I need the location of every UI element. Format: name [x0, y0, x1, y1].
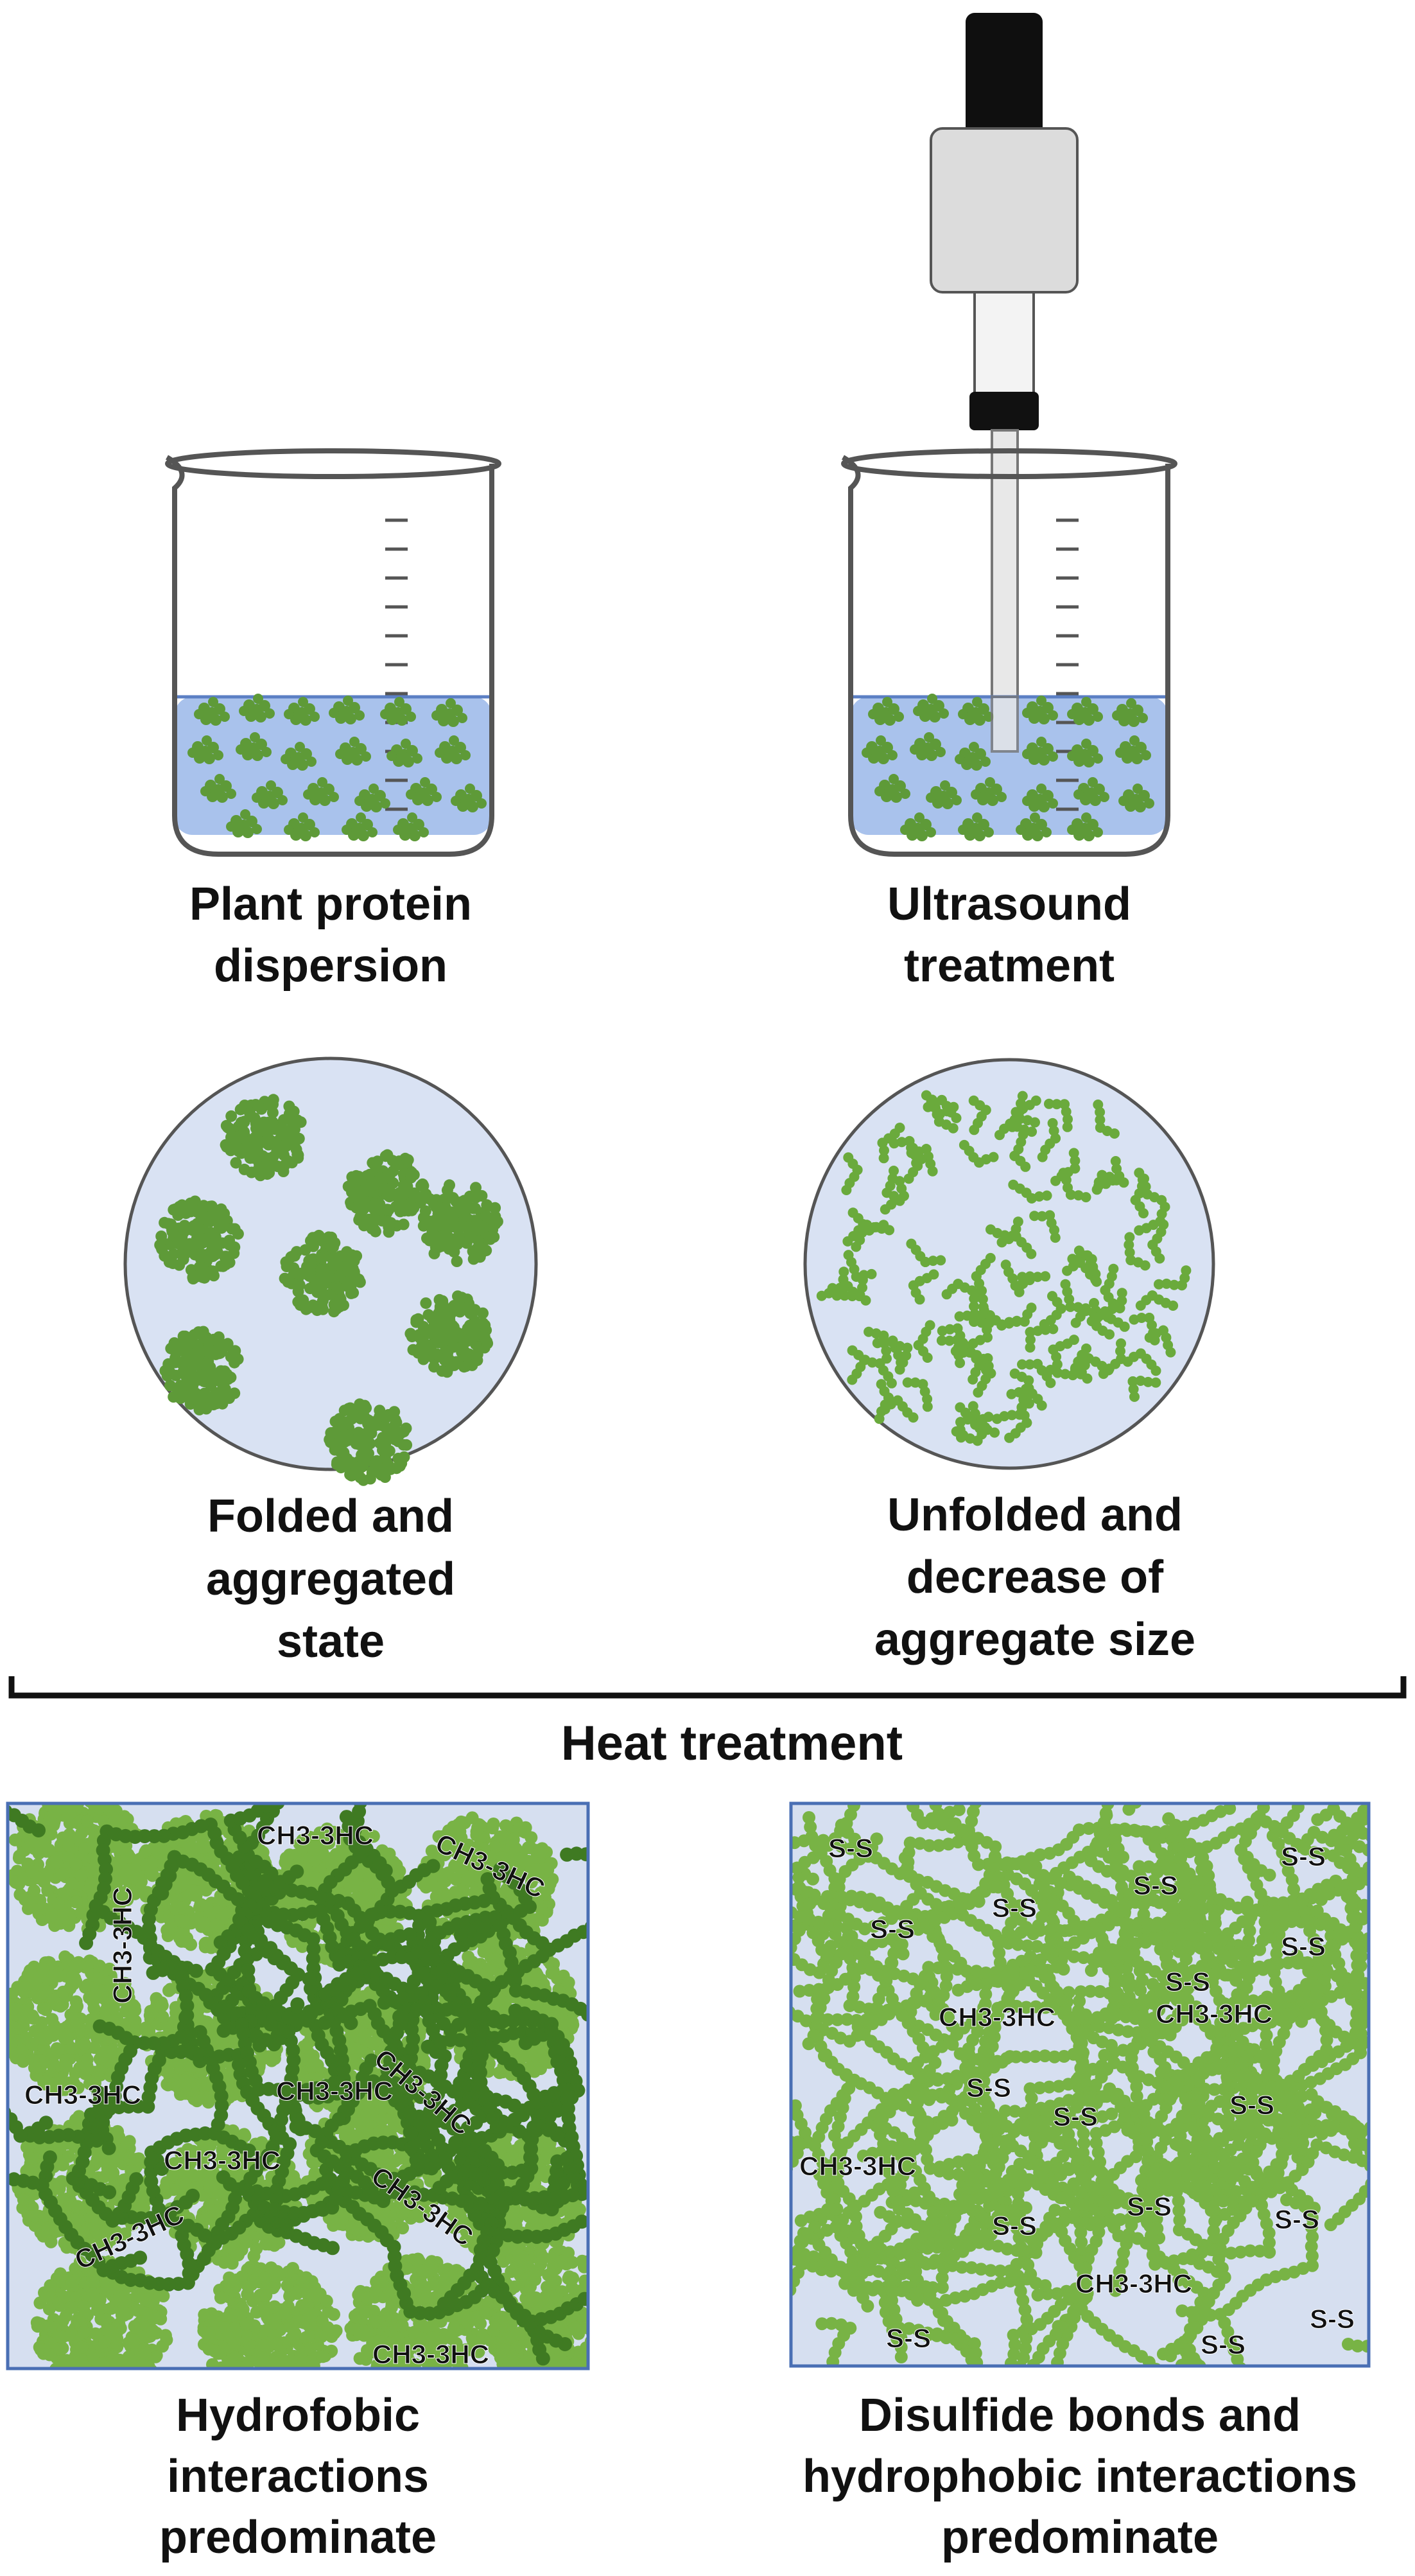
circle-aggregated	[123, 1056, 538, 1486]
beaker-left	[165, 448, 501, 857]
hydrophobic-label: CH3-3HC	[107, 1887, 137, 2004]
caption-beaker-left-1: Plant protein	[189, 879, 472, 930]
caption-panel-left-2: interactions	[167, 2451, 429, 2502]
disulfide-label: S-S	[1274, 2204, 1319, 2234]
hydrophobic-label: CH3-3HC	[372, 2339, 489, 2369]
disulfide-label: S-S	[1053, 2101, 1098, 2132]
disulfide-label: S-S	[870, 1914, 915, 1944]
disulfide-label: S-S	[1281, 1841, 1326, 1871]
ultrasound-probe	[930, 13, 1079, 753]
hydrophobic-label: CH3-3HC	[24, 2080, 141, 2110]
disulfide-label: S-S	[1165, 1967, 1210, 1997]
caption-beaker-right-2: treatment	[904, 940, 1115, 992]
hydrophobic-label: CH3-3HC	[257, 1820, 374, 1850]
disulfide-label: S-S	[992, 2211, 1037, 2241]
disulfide-label: S-S	[1310, 2304, 1355, 2334]
heat-treatment-label: Heat treatment	[561, 1716, 903, 1771]
caption-circle-right-3: aggregate size	[874, 1614, 1195, 1665]
caption-circle-left-3: state	[277, 1616, 385, 1667]
heat-bracket	[8, 1676, 1407, 1699]
beaker-right	[841, 448, 1177, 857]
hydrophobic-label: CH3-3HC	[1075, 2268, 1192, 2299]
hydrophobic-label: CH3-3HC	[1156, 1999, 1272, 2029]
disulfide-label: S-S	[1229, 2090, 1274, 2120]
hydrophobic-label: CH3-3HC	[799, 2151, 916, 2181]
hydrophobic-label: CH3-3HC	[939, 2002, 1055, 2032]
disulfide-label: S-S	[1127, 2191, 1172, 2221]
caption-panel-left-1: Hydrofobic	[176, 2390, 420, 2441]
disulfide-label: S-S	[966, 2072, 1011, 2103]
caption-beaker-left-2: dispersion	[214, 940, 447, 992]
caption-panel-right-3: predominate	[941, 2512, 1219, 2563]
disulfide-label: S-S	[886, 2323, 931, 2353]
disulfide-label: S-S	[992, 1893, 1037, 1923]
caption-circle-left-2: aggregated	[206, 1554, 455, 1605]
caption-circle-right-1: Unfolded and	[887, 1489, 1183, 1541]
disulfide-label: S-S	[1133, 1870, 1178, 1900]
caption-beaker-right-1: Ultrasound	[887, 879, 1131, 930]
caption-panel-left-3: predominate	[159, 2512, 437, 2563]
caption-panel-right-1: Disulfide bonds and	[859, 2390, 1301, 2441]
hydrophobic-label: CH3-3HC	[276, 2076, 393, 2106]
caption-circle-right-2: decrease of	[907, 1552, 1164, 1603]
disulfide-label: S-S	[828, 1833, 873, 1863]
hydrophobic-label: CH3-3HC	[164, 2145, 281, 2175]
panel-hydrophobic: CH3-3HC CH3-3HC CH3-3HC CH3-3HC CH3-3HC CH3-3…	[6, 1801, 590, 2370]
circle-unfolded	[803, 1058, 1215, 1470]
caption-panel-right-2: hydrophobic interactions	[803, 2451, 1357, 2502]
disulfide-label: S-S	[1201, 2329, 1246, 2360]
caption-circle-left-1: Folded and	[207, 1491, 454, 1542]
disulfide-label: S-S	[1281, 1931, 1326, 1961]
